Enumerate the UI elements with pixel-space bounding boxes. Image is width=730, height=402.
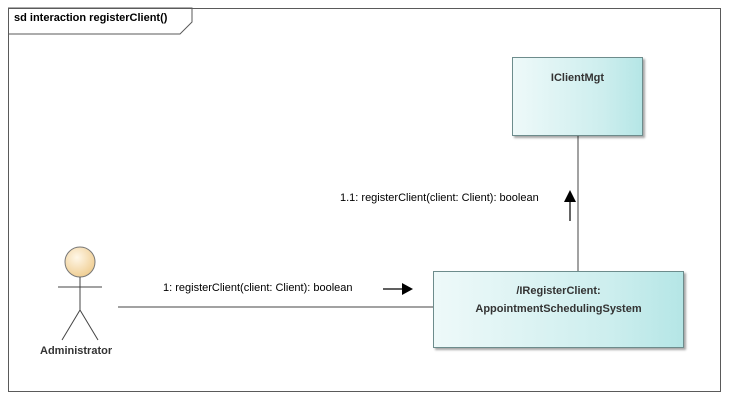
interaction-frame <box>8 8 721 392</box>
lifeline-iregisterclient-label-line2: AppointmentSchedulingSystem <box>475 303 642 315</box>
message-1-arrow <box>383 283 413 295</box>
actor-figure <box>58 246 102 341</box>
message-1-1-label: 1.1: registerClient(client: Client): boo… <box>340 192 539 204</box>
actor-right-leg <box>79 309 99 341</box>
actor-name: Administrator <box>40 345 113 357</box>
message-1-label: 1: registerClient(client: Client): boole… <box>163 282 353 294</box>
lifeline-iregisterclient[interactable]: /IRegisterClient: AppointmentSchedulingS… <box>433 271 684 348</box>
actor-left-leg <box>61 309 81 341</box>
frame-title: sd interaction registerClient() <box>14 12 168 24</box>
message-1-1-arrow <box>564 190 576 221</box>
actor-head <box>64 246 96 278</box>
lifeline-iregisterclient-label-line1: /IRegisterClient: <box>516 285 601 297</box>
lifeline-iclientmgt-label: IClientMgt <box>550 72 605 84</box>
frame-tab <box>8 7 193 35</box>
lifeline-iclientmgt[interactable]: IClientMgt <box>512 57 643 136</box>
